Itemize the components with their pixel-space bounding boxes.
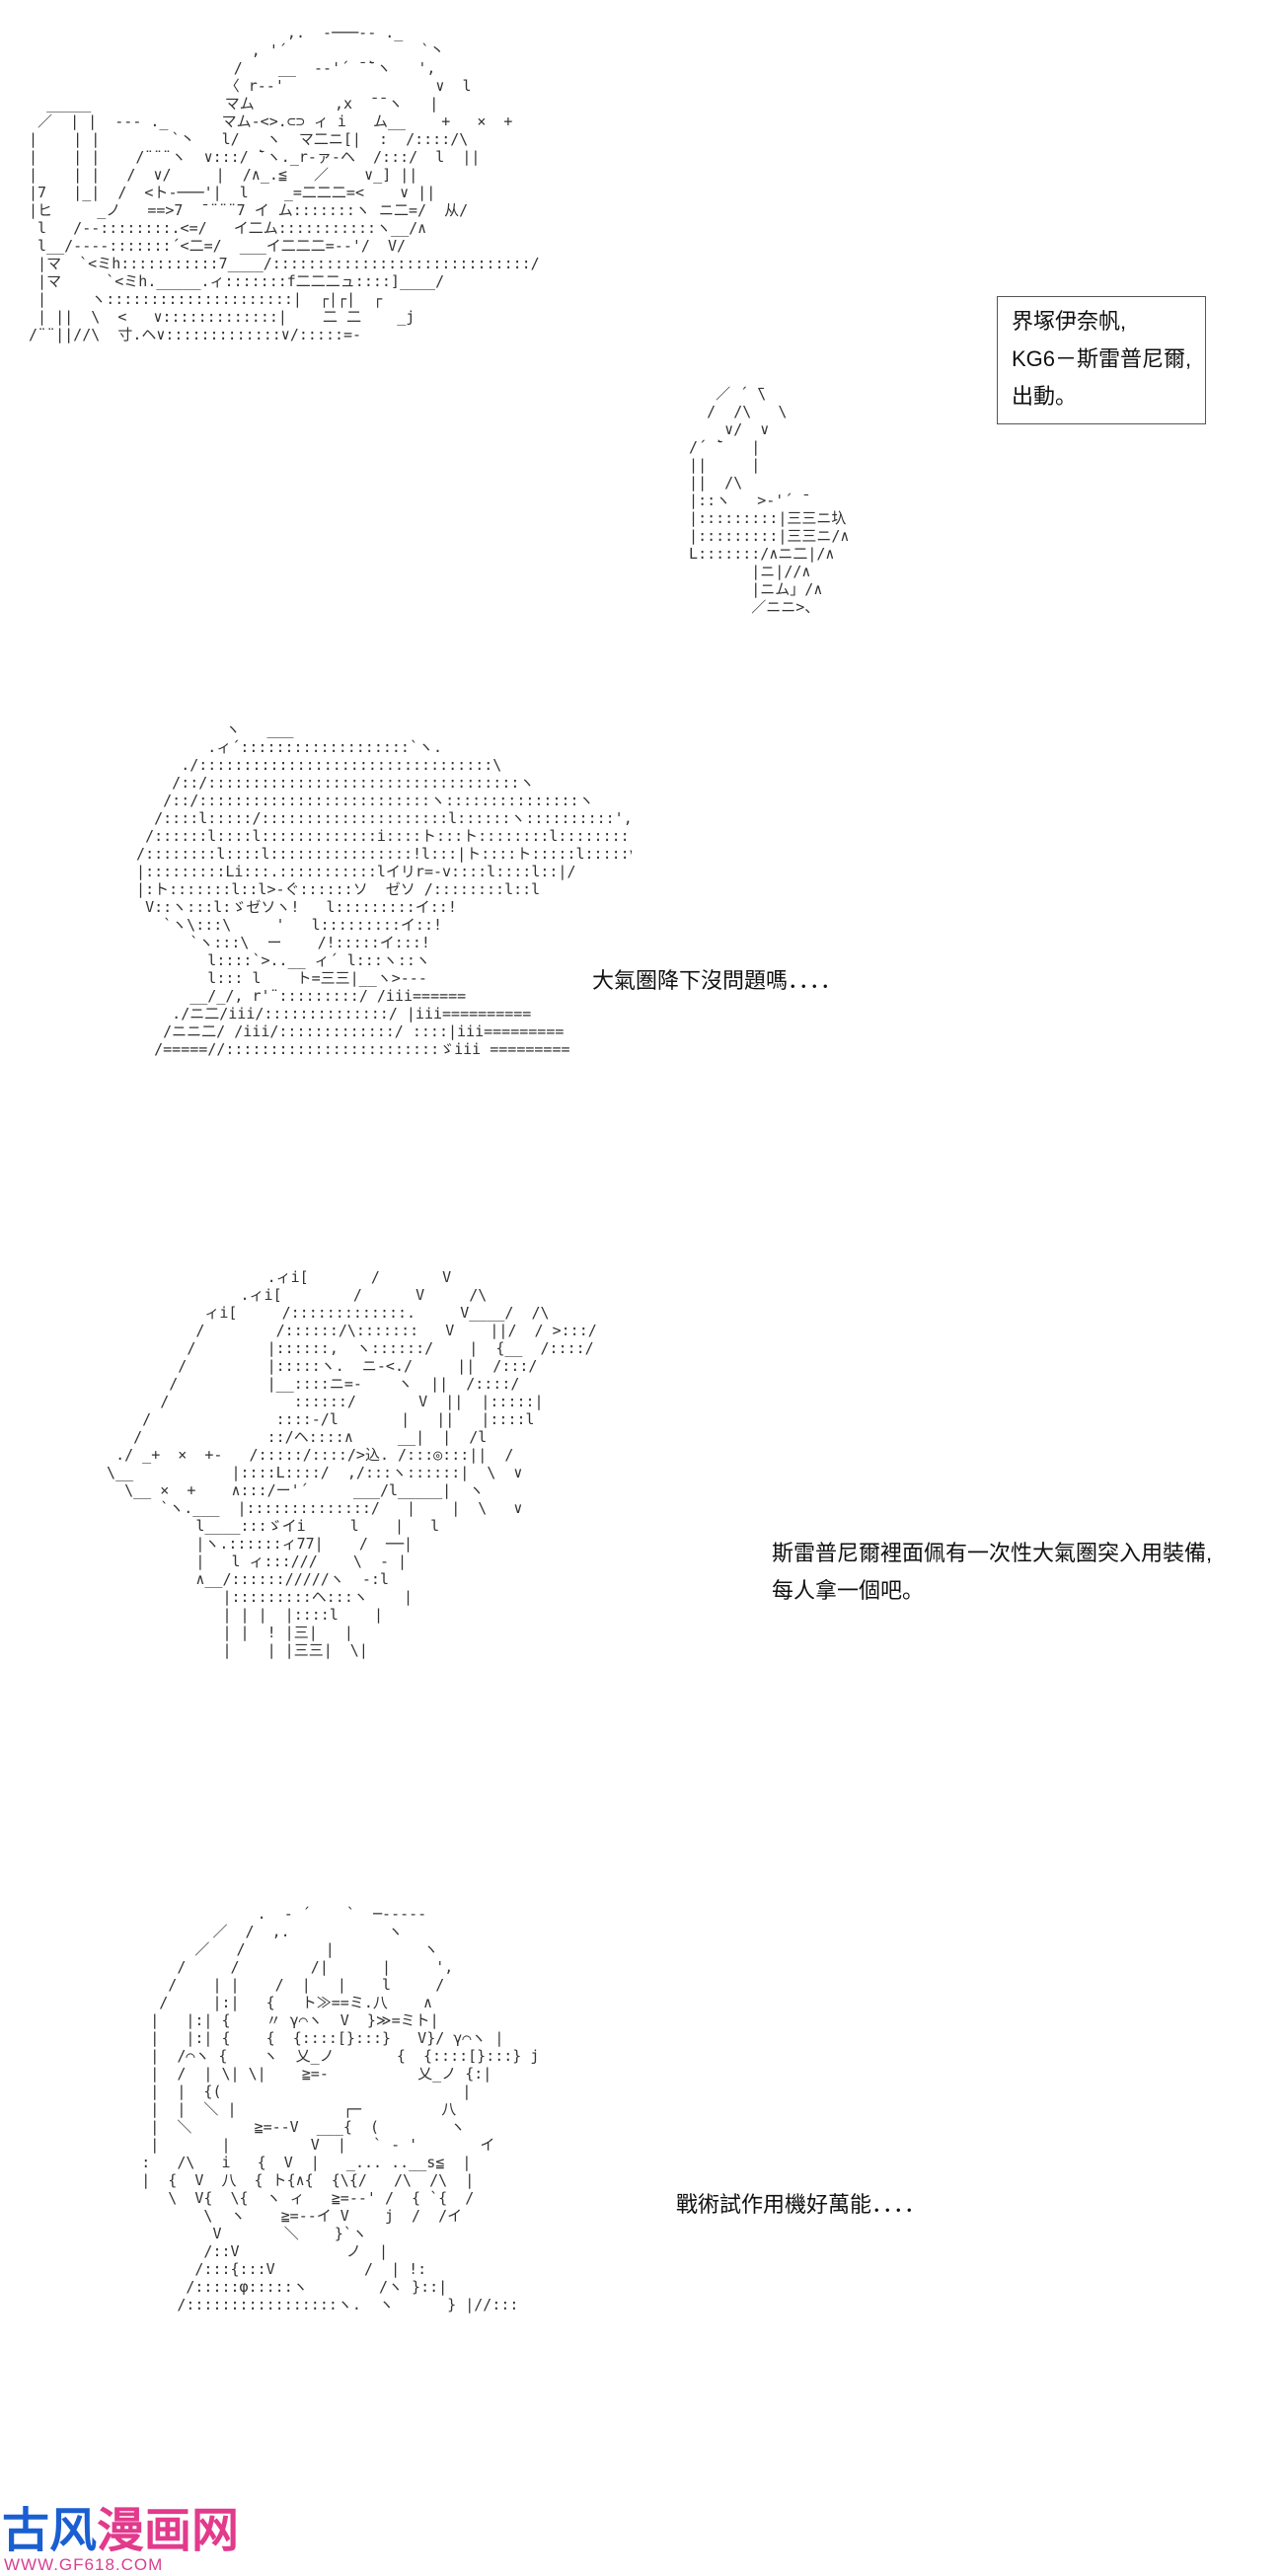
caption-line: 出動。: [1012, 384, 1078, 409]
panel-1: ,. -───‐- ._ , '´ `丶 / __ -‐'´ ̄ ̄`ヽ ', …: [0, 0, 1283, 701]
caption-box-3: 斯雷普尼爾裡面佩有一次性大氣圏突入用裝備, 每人拿一個吧。: [772, 1535, 1212, 1610]
ascii-art-text: . ‐ ´ ` ─‐‐‐‐- ／ / ,. ヽ ／ / | ヽ / / /| |…: [141, 1905, 540, 2313]
caption-4: 戰術試作用機好萬能．．．．: [676, 2192, 927, 2217]
ascii-art-figure-1: ,. -───‐- ._ , '´ `丶 / __ -‐'´ ̄ ̄`ヽ ', …: [20, 24, 572, 685]
watermark-title: 古风漫画网: [2, 2505, 239, 2556]
ascii-art-figure-1-right: ／ ´ ̄\ / /\ \ ∨/ ∨ /´ ̄` | || | || /\ |:…: [671, 385, 908, 681]
caption-line: 界塚伊奈帆,: [1012, 309, 1127, 334]
panel-3: .ィi[ / V .ィi[ / V /\ ィi[ /:::::::::::::.…: [0, 1268, 1283, 1900]
ascii-art-text: .ィi[ / V .ィi[ / V /\ ィi[ /:::::::::::::.…: [107, 1268, 597, 1659]
watermark-url: WWW.GF618.COM: [4, 2555, 164, 2574]
panel-4: . ‐ ´ ` ─‐‐‐‐- ／ / ,. ヽ ／ / | ヽ / / /| |…: [0, 1905, 1283, 2497]
ascii-art-figure-3: .ィi[ / V .ィi[ / V /\ ィi[ /:::::::::::::.…: [89, 1268, 701, 1880]
watermark-title-part2: 漫画网: [97, 2503, 240, 2558]
watermark-title-part1: 古风: [2, 2503, 98, 2558]
site-watermark-logo: 古风漫画网 WWW.GF618.COM: [0, 2505, 239, 2574]
ascii-art-figure-2: ヽ ___ .ィ´:::::::::::::::::::`ヽ. ./::::::…: [118, 720, 632, 1234]
caption-line: 每人拿一個吧。: [772, 1578, 925, 1603]
caption-2: 大氣圏降下沒問題嗎．．．．: [592, 968, 843, 993]
ascii-art-text: ヽ ___ .ィ´:::::::::::::::::::`ヽ. ./::::::…: [136, 720, 632, 1058]
caption-line: KG6－斯雷普尼爾,: [1012, 346, 1192, 371]
ascii-art-text: ／ ´ ̄\ / /\ \ ∨/ ∨ /´ ̄` | || | || /\ |:…: [689, 385, 850, 616]
ascii-art-text: ,. -───‐- ._ , '´ `丶 / __ -‐'´ ̄ ̄`ヽ ', …: [29, 24, 540, 343]
panel-2: ヽ ___ .ィ´:::::::::::::::::::`ヽ. ./::::::…: [0, 720, 1283, 1253]
ascii-art-figure-4: . ‐ ´ ` ─‐‐‐‐- ／ / ,. ヽ ／ / | ヽ / / /| |…: [79, 1905, 632, 2497]
caption-line: 斯雷普尼爾裡面佩有一次性大氣圏突入用裝備,: [772, 1541, 1213, 1565]
caption-box-1: 界塚伊奈帆, KG6－斯雷普尼爾, 出動。: [997, 296, 1207, 424]
